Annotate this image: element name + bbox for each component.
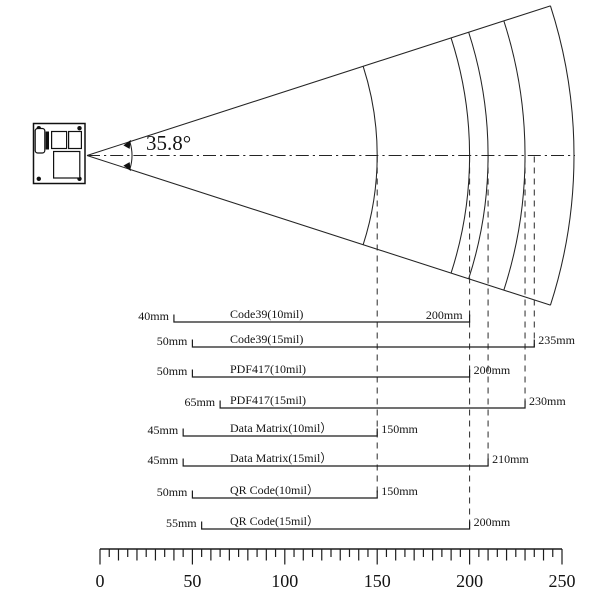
angle-arrow-up-icon: [123, 139, 131, 149]
range-row-code39-15mil: 50mm Code39(15mil) 235mm: [157, 332, 576, 348]
distance-ruler: 0 50 100 150 200 250: [96, 548, 576, 591]
symbology-label: PDF417(15mil): [230, 393, 306, 407]
range-bar-line: [182, 458, 489, 467]
range-max-label: 150mm: [381, 484, 418, 498]
symbology-label: Code39(15mil): [230, 332, 303, 346]
angle-arrow-down-icon: [123, 162, 131, 172]
ruler-number-150: 150: [364, 571, 391, 591]
range-min-label: 45mm: [147, 453, 178, 467]
range-bar-line: [191, 369, 471, 378]
fov-arc-230mm: [503, 20, 526, 291]
device-lens-window: [52, 150, 81, 179]
range-row-data-matrix-10mil: 45mm Data Matrix(10mil） 150mm: [147, 421, 418, 437]
device-port-bar: [45, 131, 49, 150]
ruler-number-100: 100: [271, 571, 298, 591]
range-min-label: 50mm: [157, 334, 188, 348]
range-row-data-matrix-15mil: 45mm Data Matrix(15mil） 210mm: [147, 451, 529, 467]
range-max-label: 230mm: [529, 394, 566, 408]
range-min-label: 55mm: [166, 516, 197, 530]
range-max-label: 200mm: [474, 515, 511, 529]
symbology-label: QR Code(10mil）: [230, 483, 319, 497]
range-min-label: 45mm: [147, 423, 178, 437]
range-bar-line: [182, 428, 378, 437]
range-min-label: 40mm: [138, 309, 169, 323]
range-min-label: 50mm: [157, 485, 188, 499]
fan-edge-lower: [86, 155, 551, 306]
fan-edge-upper: [86, 5, 551, 156]
device-component-b: [67, 130, 82, 150]
symbology-label: Data Matrix(15mil）: [230, 451, 332, 465]
range-min-label: 65mm: [184, 395, 215, 409]
range-bar-line: [173, 314, 471, 323]
range-row-qr-code-10mil: 50mm QR Code(10mil） 150mm: [157, 483, 419, 499]
range-bar-line: [191, 490, 378, 499]
range-max-label: 210mm: [492, 452, 529, 466]
beam-angle-label: 35.8°: [146, 131, 191, 155]
range-bar-line: [219, 400, 526, 409]
range-row-code39-10mil: 40mm Code39(10mil) 200mm: [138, 307, 471, 323]
range-row-qr-code-15mil: 55mm QR Code(15mil） 200mm: [166, 514, 511, 530]
angle-dimension-arc: [129, 141, 133, 170]
range-row-pdf417-10mil: 50mm PDF417(10mil) 200mm: [157, 362, 511, 378]
range-max-label: 235mm: [538, 333, 575, 347]
range-row-pdf417-15mil: 65mm PDF417(15mil) 230mm: [184, 393, 566, 409]
fov-arc-150mm: [362, 66, 378, 245]
range-bar-line: [191, 339, 535, 348]
ruler-number-200: 200: [456, 571, 483, 591]
range-max-label: 200mm: [474, 363, 511, 377]
symbology-label: PDF417(10mil): [230, 362, 306, 376]
range-min-label: 50mm: [157, 364, 188, 378]
symbology-label: Code39(10mil): [230, 307, 303, 321]
scanner-device: [32, 122, 86, 185]
distance-guide-lines: [376, 156, 535, 529]
device-component-a: [50, 130, 68, 150]
range-max-label: 200mm: [426, 308, 463, 322]
range-bar-line: [201, 521, 471, 530]
symbology-label: QR Code(15mil）: [230, 514, 319, 528]
fov-arc-200mm: [450, 37, 471, 274]
symbology-label: Data Matrix(10mil）: [230, 421, 332, 435]
device-screw-icon: [36, 176, 41, 181]
device-connector: [34, 127, 46, 154]
range-bars: 40mm Code39(10mil) 200mm 50mm Code39(15mil) 2…: [138, 307, 575, 530]
range-max-label: 150mm: [381, 422, 418, 436]
ruler-number-250: 250: [549, 571, 576, 591]
fan-outer-arc: [549, 5, 575, 306]
device-screw-icon: [77, 126, 82, 131]
beam-angle-annotation: 35.8°: [123, 131, 191, 172]
beam-fan: [86, 5, 575, 306]
fov-arc-210mm: [468, 32, 489, 279]
ruler-number-50: 50: [183, 571, 201, 591]
ruler-number-0: 0: [96, 571, 105, 591]
